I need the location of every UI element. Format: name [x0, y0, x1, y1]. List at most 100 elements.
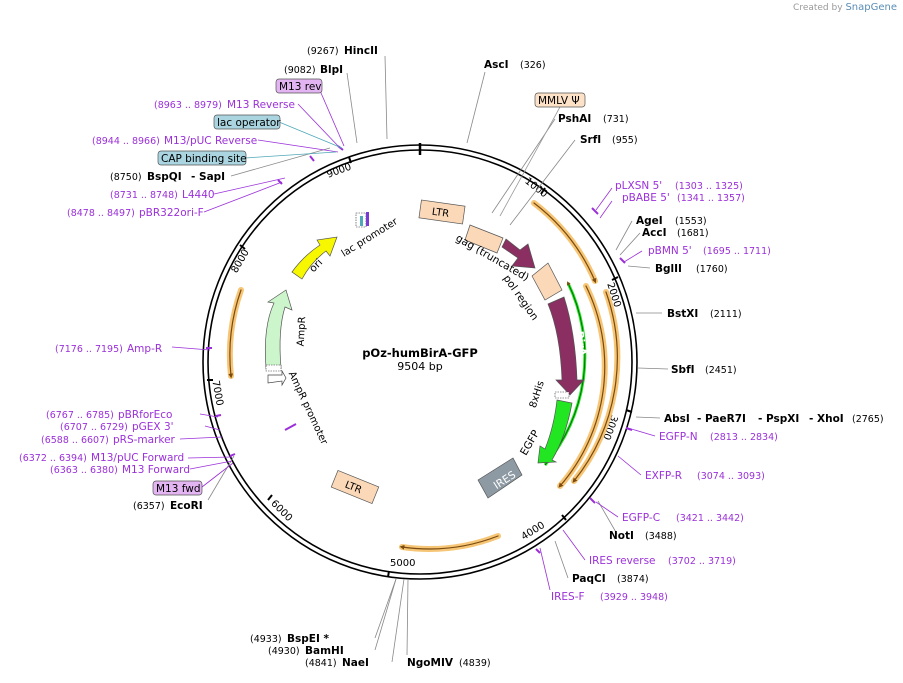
tick-4000: 4000 — [520, 520, 547, 543]
enzyme-ecori-pos: (6357) — [133, 501, 165, 512]
primer-pbrforeco: pBRforEco — [118, 409, 172, 421]
primer-pbabe: pBABE 5' — [622, 192, 670, 204]
enzyme-agei-pos: (1553) — [675, 216, 707, 227]
box-lac-operator-label: lac operator — [217, 117, 281, 129]
enzyme-agei: AgeI — [636, 215, 663, 227]
primer-plxsn: pLXSN 5' — [615, 180, 662, 192]
primer-l4440-pos: (8731 .. 8748) — [110, 190, 178, 201]
box-mmlv — [534, 92, 586, 108]
feature-egfp — [537, 399, 573, 464]
feature-ltr-bottom — [330, 469, 380, 505]
tick-5000: 5000 — [390, 558, 415, 569]
enzyme-xhoi: - XhoI — [809, 413, 844, 425]
backbone — [202, 143, 638, 580]
primer-pgex3-pos: (6707 .. 6729) — [60, 422, 128, 433]
enzyme-bspei-pos: (4933) — [250, 634, 282, 645]
primer-m13puc-forward: M13/pUC Forward — [91, 452, 184, 464]
primer-ires-f: IRES-F — [551, 591, 585, 603]
primer-m13-reverse-pos: (8963 .. 8979) — [154, 100, 222, 111]
orf-arcs — [226, 200, 621, 552]
box-m13-fwd — [152, 480, 203, 496]
plasmid-name: pOz-humBirA-GFP — [362, 346, 478, 360]
primer-m13-forward: M13 Forward — [122, 464, 190, 476]
feature-pol — [531, 262, 563, 301]
primer-pbmn-pos: (1695 .. 1711) — [703, 246, 771, 257]
primer-pgex3: pGEX 3' — [132, 421, 174, 433]
feature-ltr-top — [418, 199, 466, 225]
enzyme-hincii-pos: (9267) — [307, 46, 339, 57]
enzyme-sbfi: SbfI — [671, 364, 695, 376]
box-cap-site — [157, 150, 247, 166]
enzyme-naei: NaeI — [342, 657, 369, 669]
primer-plxsn-pos: (1303 .. 1325) — [675, 181, 743, 192]
enzyme-leaders — [207, 55, 669, 663]
primer-egfp-c: EGFP-C — [622, 512, 660, 524]
primer-m13puc-forward-pos: (6372 .. 6394) — [19, 453, 87, 464]
primer-egfp-n-pos: (2813 .. 2834) — [710, 432, 778, 443]
primer-ires-reverse-pos: (3702 .. 3719) — [668, 556, 736, 567]
enzyme-pshai-pos: (731) — [603, 114, 629, 125]
feature-lac-mini-1 — [366, 212, 369, 226]
enzyme-pspxi: - PspXI — [758, 413, 799, 425]
primer-pbabe-pos: (1341 .. 1357) — [677, 193, 745, 204]
enzyme-asci-pos: (326) — [520, 60, 546, 71]
primer-pbr322ori: pBR322ori-F — [139, 207, 204, 219]
enzyme-asci: AscI — [484, 59, 509, 71]
enzyme-ngomiv: NgoMIV — [407, 657, 454, 669]
enzyme-srfi-pos: (955) — [612, 135, 638, 146]
credit-prefix: Created by — [793, 3, 843, 13]
enzyme-bglii: BglII — [655, 263, 682, 275]
enzyme-paer7i: - PaeR7I — [697, 413, 746, 425]
enzyme-bspqi: BspQI — [147, 171, 182, 183]
enzyme-blpi-pos: (9082) — [284, 65, 316, 76]
feature-ampr-dots — [265, 364, 282, 372]
enzyme-pshai: PshAI — [558, 113, 591, 125]
enzyme-hincii: HincII — [344, 45, 378, 57]
primer-prs-marker-pos: (6588 .. 6607) — [41, 435, 109, 446]
tick-7000: 7000 — [209, 380, 224, 407]
enzyme-bglii-pos: (1760) — [696, 264, 728, 275]
feature-ampr-promoter-label: AmpR promoter — [286, 370, 330, 447]
primer-egfp-c-pos: (3421 .. 3442) — [676, 513, 744, 524]
primer-m13puc-reverse-pos: (8944 .. 8966) — [92, 136, 160, 147]
feature-gag — [464, 224, 504, 254]
enzyme-paqci-pos: (3874) — [617, 574, 649, 585]
feature-lac-promoter-label: lac promoter — [340, 216, 401, 260]
primer-m13puc-reverse: M13/pUC Reverse — [164, 135, 257, 147]
enzyme-ngomiv-pos: (4839) — [459, 658, 491, 669]
primer-leaders — [171, 103, 656, 591]
feature-ori — [291, 236, 338, 280]
box-mmlv-label: MMLV Ψ — [538, 95, 580, 107]
enzyme-srfi: SrfI — [580, 134, 601, 146]
primer-pbrforeco-pos: (6767 .. 6785) — [46, 410, 114, 421]
boxed-labels: M13 rev lac operator CAP binding site MM… — [152, 78, 586, 496]
enzyme-labels: (9267) HincII (9082) BlpI AscI (326) Psh… — [110, 45, 884, 669]
box-m13-rev — [275, 78, 323, 94]
enzyme-acci: AccI — [642, 227, 666, 239]
feature-ires — [477, 457, 523, 499]
enzyme-bspei: BspEI * — [287, 633, 330, 645]
enzyme-absi: AbsI — [664, 413, 690, 425]
primer-amp-r: Amp-R — [127, 343, 162, 355]
feature-gag-arrow — [501, 238, 536, 269]
box-m13-rev-label: M13 rev — [279, 81, 322, 93]
primer-ticks — [206, 145, 633, 554]
primer-exfp-r: EXFP-R — [645, 470, 682, 482]
enzyme-ecori: EcoRI — [170, 500, 203, 512]
feature-lac-mini-2 — [360, 216, 363, 226]
primer-pbr322ori-pos: (8478 .. 8497) — [67, 208, 135, 219]
enzyme-bamhi-pos: (4930) — [268, 646, 300, 657]
feature-bira-label: BirA — [573, 330, 588, 357]
feature-egfp-label: EGFP — [518, 428, 542, 458]
box-lac-operator — [213, 114, 281, 130]
primer-m13-reverse: M13 Reverse — [227, 99, 295, 111]
plasmid-size: 9504 bp — [397, 360, 442, 373]
enzyme-noti: NotI — [609, 530, 634, 542]
primer-ires-f-pos: (3929 .. 3948) — [600, 592, 668, 603]
feature-his-label: 8xHis — [528, 380, 547, 410]
primer-ires-reverse: IRES reverse — [589, 555, 656, 567]
primer-egfp-n: EGFP-N — [659, 431, 698, 443]
enzyme-bstxi-pos: (2111) — [710, 309, 742, 320]
enzyme-naei-pos: (4841) — [305, 658, 337, 669]
